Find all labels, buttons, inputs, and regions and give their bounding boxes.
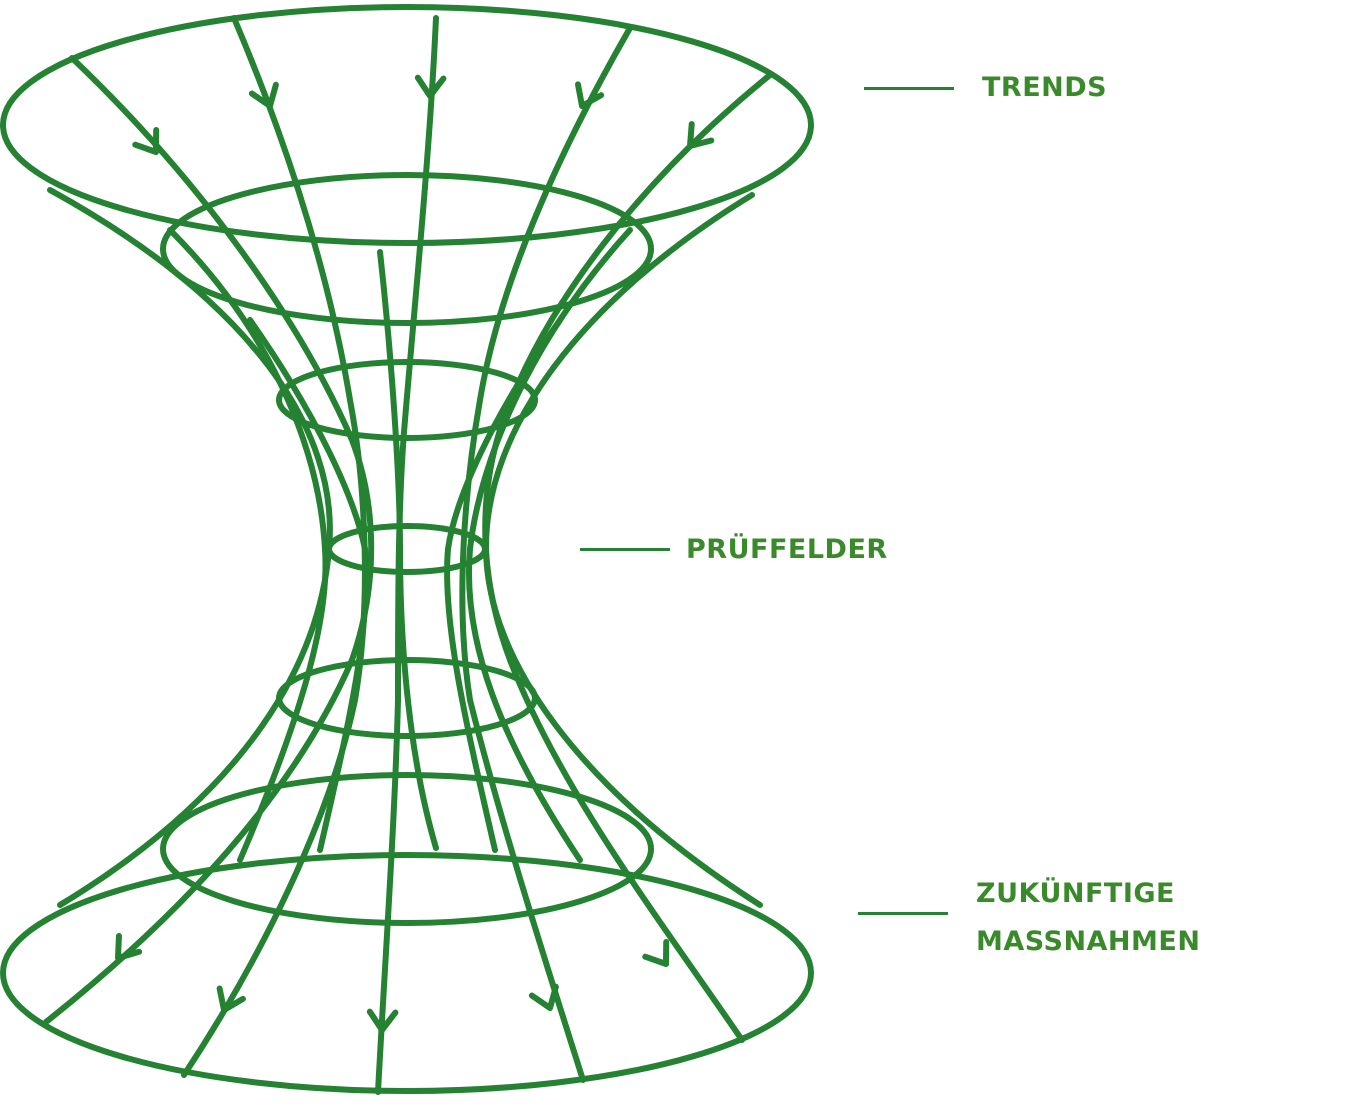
meridian-line-3 [375, 15, 439, 1095]
leader-line-trends [864, 87, 954, 90]
arrowhead-top-1 [132, 127, 160, 155]
arrowhead-bottom-3 [366, 1008, 399, 1033]
ring-upper [160, 172, 654, 326]
meridian-line-6 [377, 249, 439, 851]
meridian-line-5 [482, 72, 773, 1043]
meridian-line-1 [43, 55, 375, 1025]
ring-top [0, 4, 814, 246]
label-pruffelder: PRÜFFELDER [686, 534, 888, 565]
arrowhead-bottom-2 [216, 985, 246, 1013]
arrowhead-bottom-4 [528, 983, 559, 1011]
label-zukunftige-line1: ZUKÜNFTIGE [976, 878, 1175, 909]
meridian-line-9 [247, 317, 370, 853]
arrowhead-top-5 [687, 121, 715, 149]
arrowhead-bottom-5 [642, 939, 670, 967]
arrowhead-bottom-1 [115, 933, 143, 961]
leader-line-zukunftige [858, 912, 948, 915]
meridian-line-4 [459, 25, 633, 1083]
label-zukunftige-line2: MASSNAHMEN [976, 926, 1201, 957]
arrowhead-top-4 [574, 81, 605, 109]
leader-line-pruffelder [580, 548, 670, 551]
meridian-line-10 [444, 317, 563, 853]
arrowhead-top-3 [414, 74, 447, 99]
silhouette-left [47, 187, 333, 908]
label-trends: TRENDS [982, 72, 1108, 103]
meridian-line-7 [167, 227, 329, 863]
arrowhead-top-2 [248, 81, 279, 109]
ring-lower [160, 772, 654, 926]
ring-bottom [0, 852, 814, 1094]
